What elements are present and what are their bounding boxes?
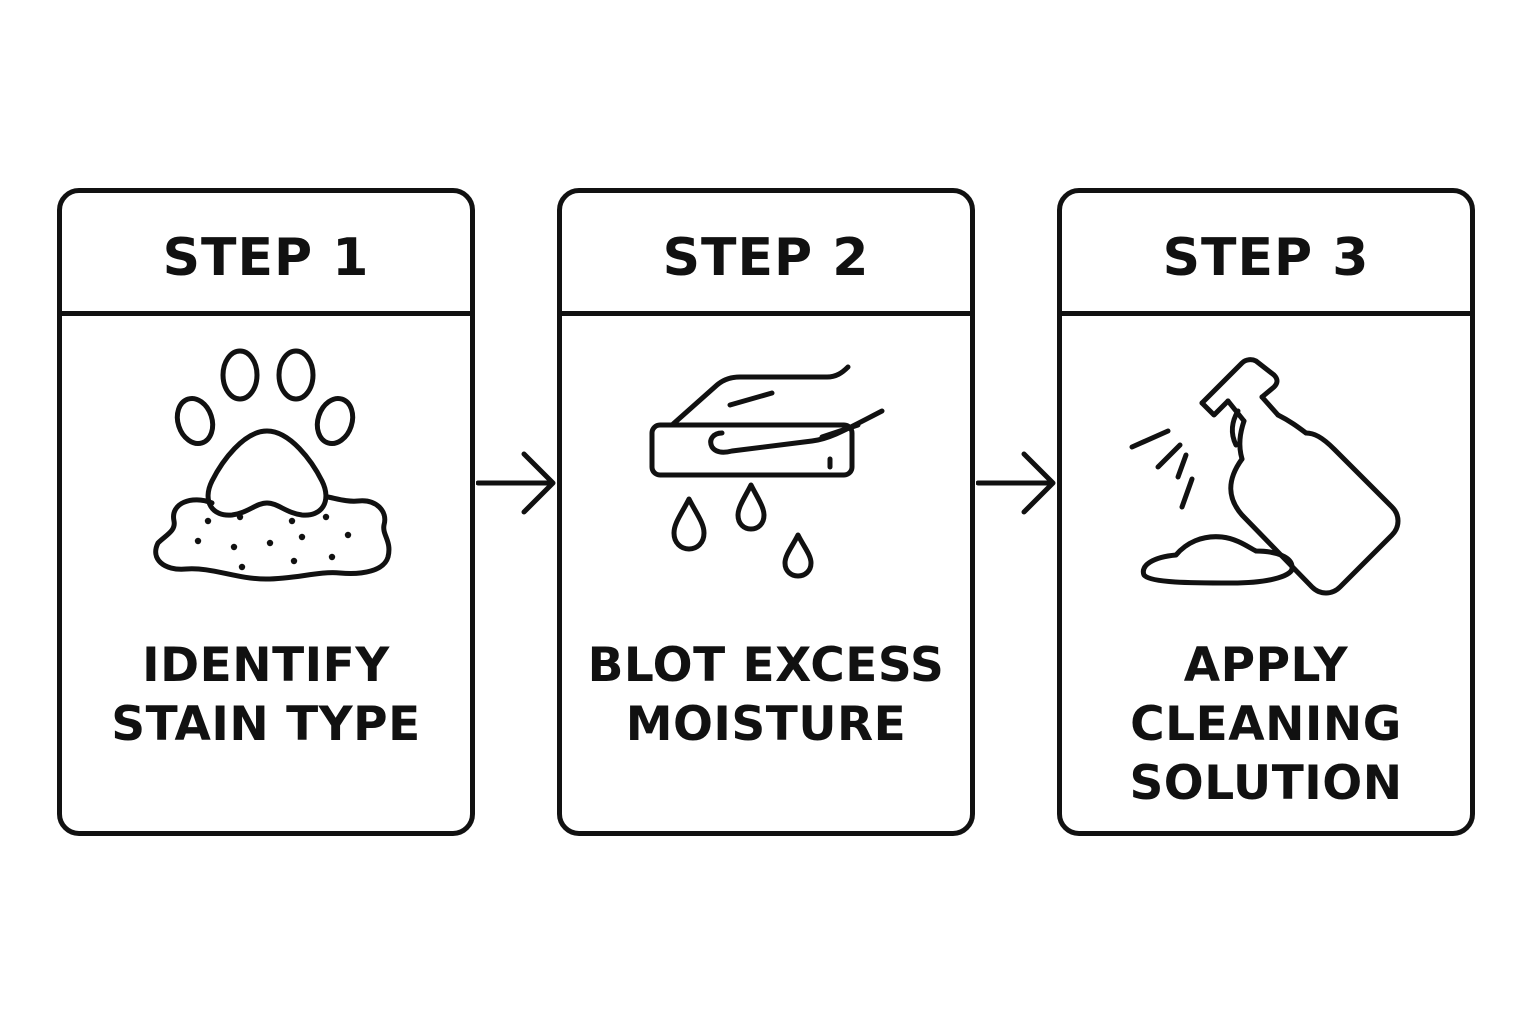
step-label-line: IDENTIFY [142,638,390,693]
step-title: STEP 3 [1162,228,1370,288]
step-header: STEP 1 [62,193,470,316]
right-arrow-icon [476,451,556,515]
step-title: STEP 1 [162,228,370,288]
hand-blotting-sponge-icon [649,364,885,579]
step-header: STEP 3 [1062,193,1470,316]
step-card-1: STEP 1 IDENTIFY STAIN TYPE [57,188,475,836]
step-label-line: STAIN TYPE [111,697,421,752]
spray-bottle-icon [1129,357,1401,596]
step-label-line: APPLY [1183,638,1349,693]
step-title: STEP 2 [662,228,870,288]
step-label: IDENTIFY STAIN TYPE [62,636,470,754]
step-card-2: STEP 2 BLOT EXCESS MOISTURE [557,188,975,836]
right-arrow-icon [976,451,1056,515]
step-label: BLOT EXCESS MOISTURE [562,636,970,754]
step-label-line: SOLUTION [1129,756,1403,811]
step-label-line: MOISTURE [625,697,907,752]
paw-print-on-stain-icon [153,348,392,582]
step-label-line: BLOT EXCESS [587,638,945,693]
step-label-line: CLEANING [1130,697,1402,752]
step-header: STEP 2 [562,193,970,316]
step-card-3: STEP 3 APPLY CLEANING SOLUTION [1057,188,1475,836]
step-label: APPLY CLEANING SOLUTION [1062,636,1470,813]
